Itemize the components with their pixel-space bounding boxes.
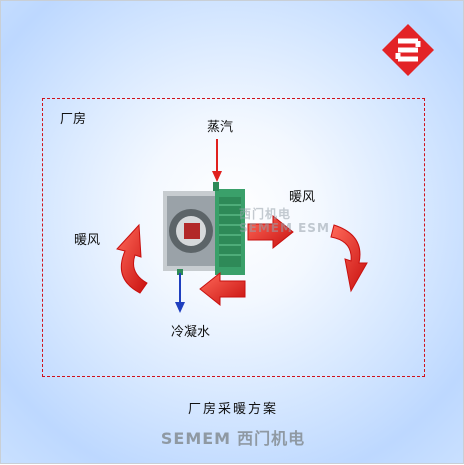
brand-name-cn: 西门机电 [237,429,306,448]
warm-air-arrow-return [199,271,246,307]
label-steam: 蒸汽 [207,120,234,135]
watermark-line1: 西门机电 [239,207,292,221]
label-plant: 厂房 [60,112,87,127]
semem-logo-icon [382,24,434,76]
plant-boundary [42,98,425,377]
diagram-caption: 厂房采暖方案 [187,402,278,417]
brand-footer: SEMEM 西门机电 [1,425,464,449]
watermark-line2: SEMEM ESM [239,221,330,235]
label-warm-air-right: 暖风 [289,190,316,205]
watermark: 西门机电 SEMEM ESM [239,207,330,235]
circulation-arrow-right [330,224,368,293]
label-warm-air-left: 暖风 [74,233,101,248]
warm-air-arrow-out [247,214,294,250]
label-condensate: 冷凝水 [171,325,211,340]
steam-arrow [212,139,222,182]
circulation-arrow-left [116,223,148,294]
unit-heater [163,182,245,275]
condensate-arrow [175,273,185,313]
brand-name: SEMEM [160,429,232,448]
